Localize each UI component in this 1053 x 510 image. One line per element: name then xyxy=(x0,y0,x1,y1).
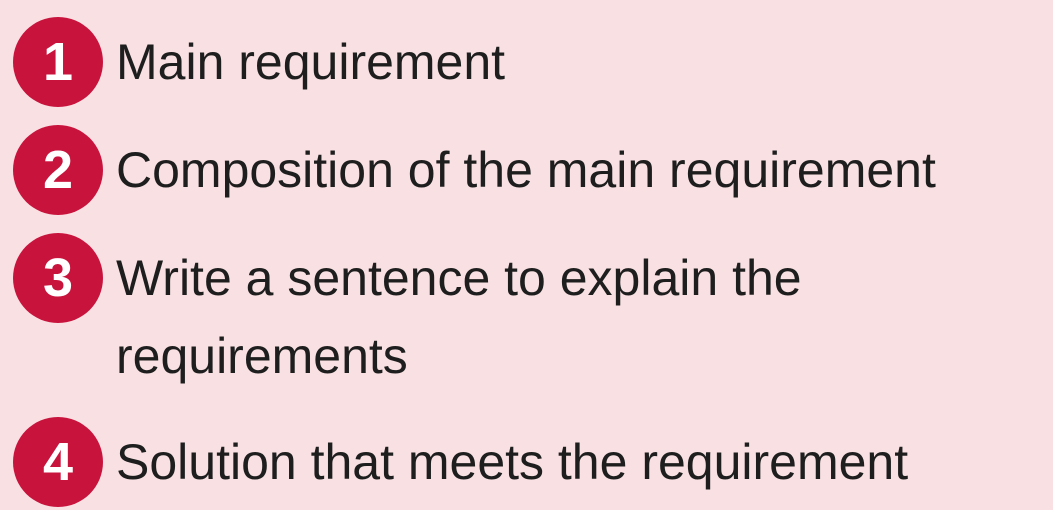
item-text: Composition of the main requirement xyxy=(116,142,936,198)
number-badge: 1 xyxy=(13,17,103,107)
item-text: Main requirement xyxy=(116,34,506,90)
number-badge: 4 xyxy=(13,417,103,507)
item-text-line1: Write a sentence to explain the xyxy=(116,250,802,306)
item-text: Solution that meets the requirement xyxy=(116,434,909,490)
number-badge: 3 xyxy=(13,233,103,323)
number-badge: 2 xyxy=(13,125,103,215)
item-text-line2: requirements xyxy=(116,328,408,384)
